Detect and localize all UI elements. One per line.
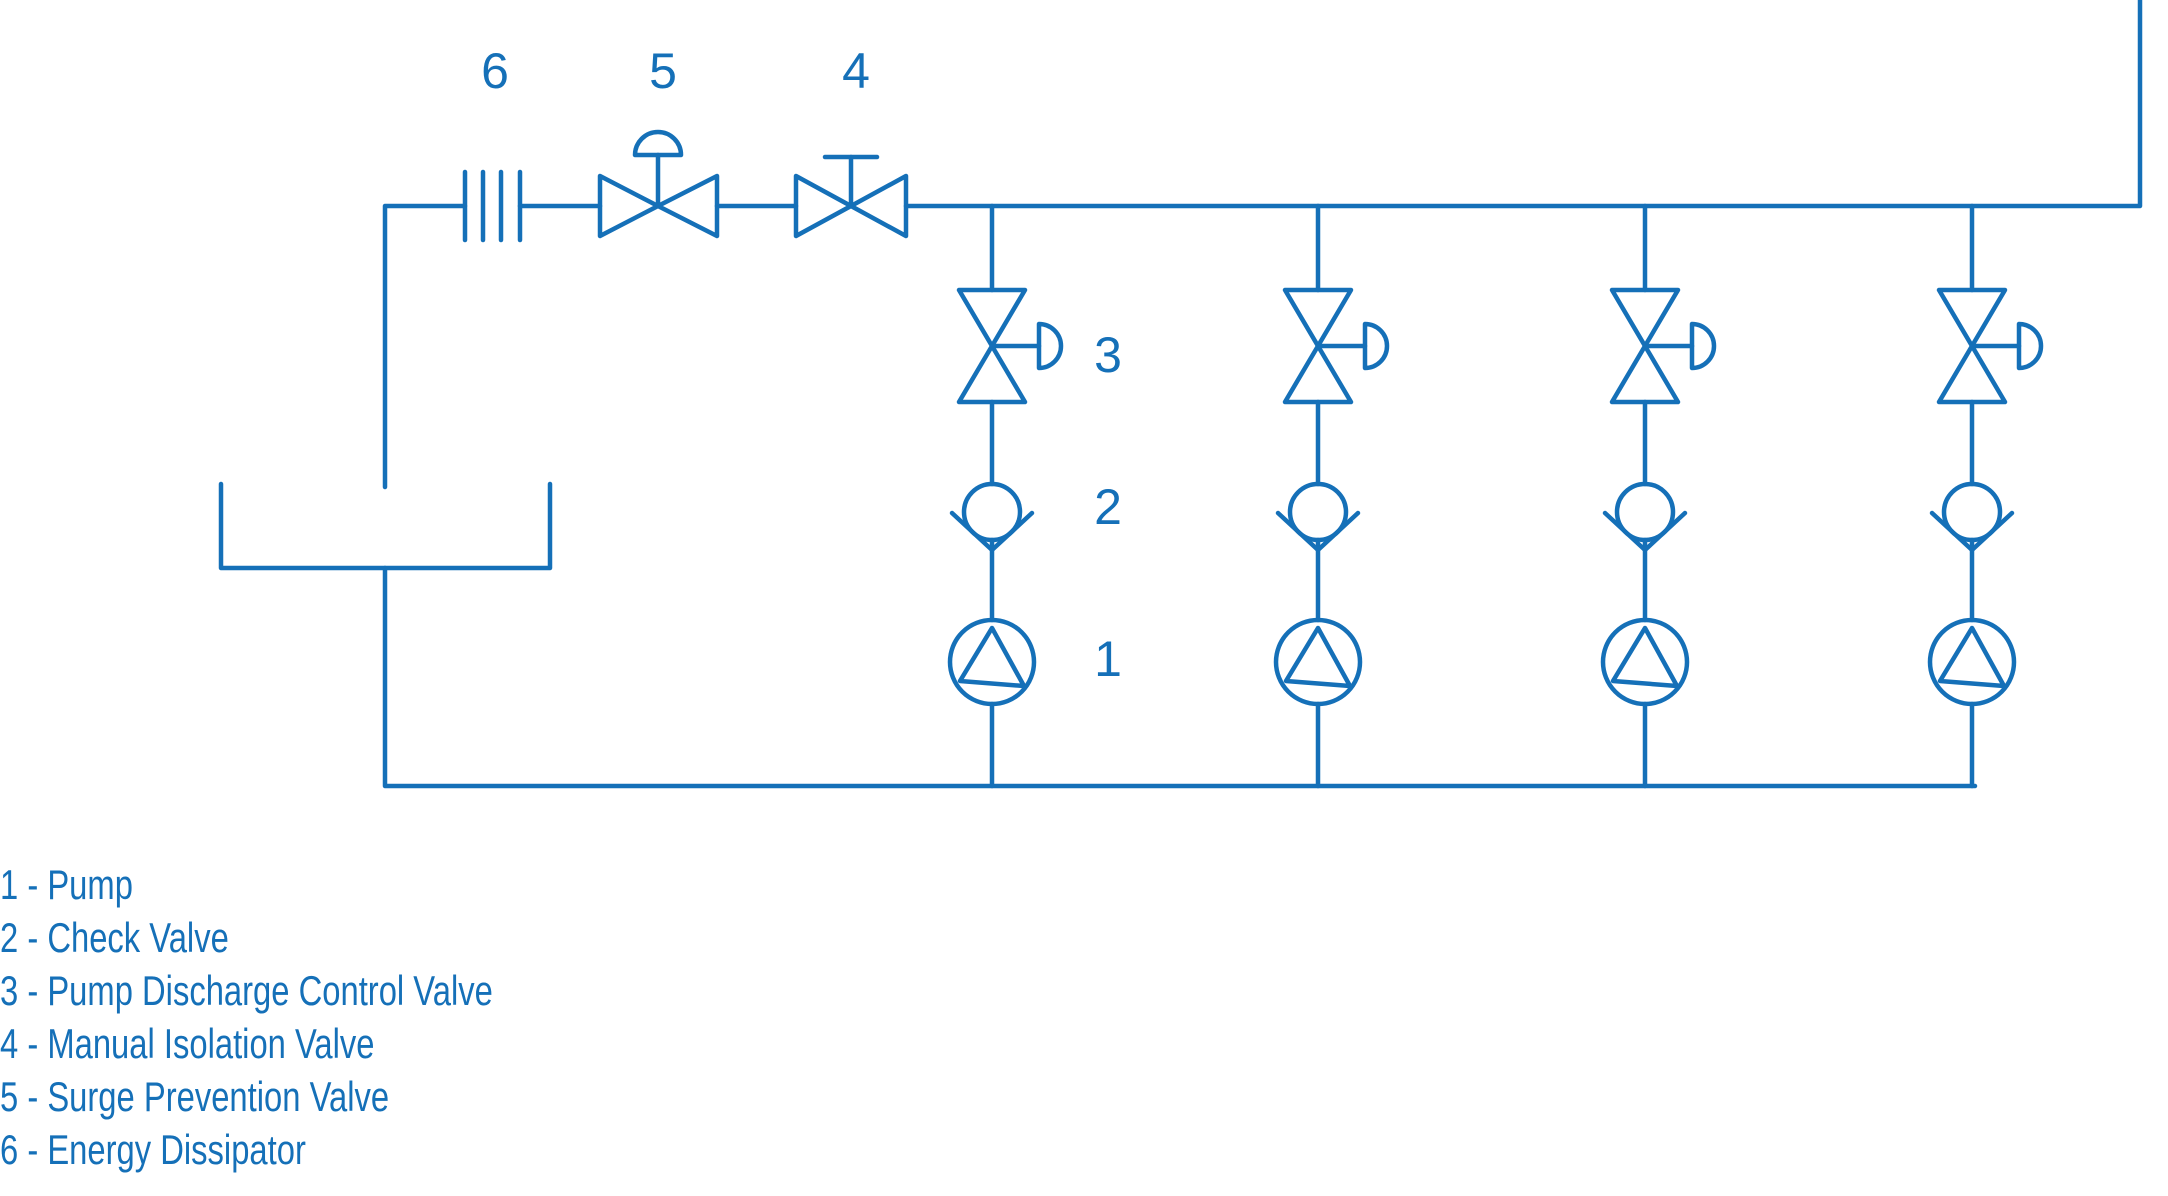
- legend-item-surge-prevention-valve: 5 - Surge Prevention Valve: [0, 1073, 390, 1120]
- suction-header-pipe: [382, 565, 1978, 789]
- legend-item-control-valve: 3 - Pump Discharge Control Valve: [0, 967, 493, 1014]
- pump-icon: [1273, 617, 1363, 707]
- pump-unit-4: [1927, 203, 2044, 789]
- pump-unit-3: [1600, 203, 1717, 789]
- label-surge-prevention-valve: 5: [649, 43, 677, 99]
- pump-unit-2: [1273, 203, 1390, 789]
- legend-item-energy-dissipator: 6 - Energy Dissipator: [0, 1126, 306, 1173]
- legend-item-pump: 1 - Pump: [0, 861, 133, 908]
- pump-icon: [1927, 617, 2017, 707]
- label-control-valve: 3: [1094, 327, 1122, 383]
- control-valve-icon: [1609, 287, 1717, 405]
- surge-prevention-valve-icon: [597, 129, 720, 239]
- check-valve-icon: [1275, 481, 1361, 553]
- outlet-header-pipe-left: [382, 203, 468, 490]
- control-valve-icon: [956, 287, 1064, 405]
- control-valve-icon: [1282, 287, 1390, 405]
- label-check-valve: 2: [1094, 479, 1122, 535]
- label-energy-dissipator: 6: [481, 43, 509, 99]
- pump-icon: [947, 617, 1037, 707]
- legend-item-check-valve: 2 - Check Valve: [0, 914, 229, 961]
- legend: 1 - Pump 2 - Check Valve 3 - Pump Discha…: [0, 858, 632, 1176]
- check-valve-icon: [949, 481, 1035, 553]
- sump-tank: [218, 481, 553, 571]
- outlet-riser-pipe: [903, 0, 2143, 209]
- manual-isolation-valve-icon: [793, 154, 909, 239]
- pump-icon: [1600, 617, 1690, 707]
- label-manual-isolation-valve: 4: [842, 43, 870, 99]
- pump-unit-1: [947, 203, 1064, 789]
- legend-item-manual-isolation-valve: 4 - Manual Isolation Valve: [0, 1020, 375, 1067]
- pump-units: [947, 203, 2044, 789]
- label-pump: 1: [1094, 631, 1122, 687]
- check-valve-icon: [1929, 481, 2015, 553]
- energy-dissipator-icon: [462, 169, 523, 243]
- diagram-labels: 6 5 4 3 2 1: [481, 43, 1122, 687]
- pipework: [218, 0, 2143, 789]
- control-valve-icon: [1936, 287, 2044, 405]
- check-valve-icon: [1602, 481, 1688, 553]
